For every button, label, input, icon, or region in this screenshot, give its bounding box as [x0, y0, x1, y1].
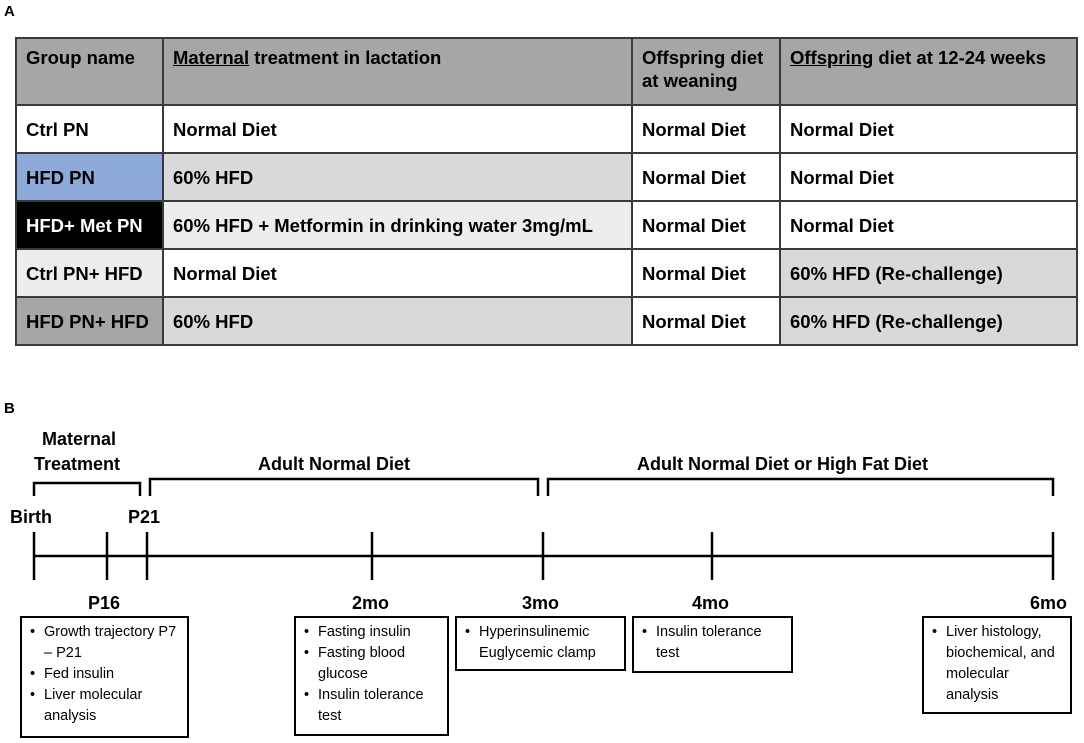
list-item: Fasting blood glucose [304, 643, 439, 685]
cell-group: HFD+ Met PN [15, 200, 164, 250]
list-item: Liver histology, biochemical, and molecu… [932, 622, 1062, 706]
cell-group: HFD PN [15, 152, 164, 202]
cell-maternal: Normal Diet [162, 104, 633, 154]
cell-adult: Normal Diet [779, 104, 1078, 154]
adult-normal-diet-brace [148, 477, 540, 496]
header-maternal-treatment: Maternal treatment in lactation [162, 37, 633, 106]
phase-adult-normal-or-hfd: Adult Normal Diet or High Fat Diet [637, 454, 929, 474]
tick-label-6mo: 6mo [1030, 593, 1068, 613]
panel-b-label: B [4, 400, 15, 417]
treatment-groups-table: Group name Maternal treatment in lactati… [15, 37, 1078, 346]
cell-weaning: Normal Diet [631, 200, 781, 250]
tick-label-birth: Birth [10, 507, 52, 527]
cell-maternal: 60% HFD + Metformin in drinking water 3m… [162, 200, 633, 250]
maternal-treatment-brace [32, 481, 142, 496]
list-item: Fed insulin [30, 664, 179, 685]
header-group-name: Group name [15, 37, 164, 106]
cell-adult: Normal Diet [779, 152, 1078, 202]
header-maternal-underlined: Maternal [173, 47, 250, 68]
tick-label-3mo: 3mo [522, 593, 560, 613]
p16-measurements-box: Growth trajectory P7 – P21 Fed insulin L… [20, 616, 189, 738]
table-row: HFD PN+ HFD 60% HFD Normal Diet 60% HFD … [15, 296, 1078, 346]
cell-maternal: 60% HFD [162, 296, 633, 346]
cell-adult: 60% HFD (Re-challenge) [779, 296, 1078, 346]
table-row: Ctrl PN Normal Diet Normal Diet Normal D… [15, 104, 1078, 154]
list-item: Insulin tolerance test [642, 622, 783, 664]
header-offspring-underlined: Offspring [790, 47, 874, 68]
header-offspring-rest: diet at 12-24 weeks [873, 47, 1047, 68]
phase-adult-normal: Adult Normal Diet [258, 454, 411, 474]
cell-weaning: Normal Diet [631, 152, 781, 202]
header-maternal-rest: treatment in lactation [249, 47, 442, 68]
phase-maternal-line1: Maternal [42, 429, 117, 449]
cell-weaning: Normal Diet [631, 248, 781, 298]
cell-group: Ctrl PN+ HFD [15, 248, 164, 298]
list-item: Hyperinsulinemic Euglycemic clamp [465, 622, 616, 664]
cell-maternal: Normal Diet [162, 248, 633, 298]
cell-adult: Normal Diet [779, 200, 1078, 250]
cell-group: Ctrl PN [15, 104, 164, 154]
tick-label-4mo: 4mo [692, 593, 730, 613]
tick-label-p21: P21 [128, 507, 161, 527]
6mo-measurements-box: Liver histology, biochemical, and molecu… [922, 616, 1072, 714]
list-item: Liver molecular analysis [30, 685, 179, 727]
cell-group: HFD PN+ HFD [15, 296, 164, 346]
cell-weaning: Normal Diet [631, 104, 781, 154]
table-header-row: Group name Maternal treatment in lactati… [15, 37, 1078, 106]
panel-a-label: A [4, 3, 15, 20]
tick-label-p16: P16 [88, 593, 121, 613]
header-weaning-diet: Offspring diet at weaning [631, 37, 781, 106]
4mo-measurements-box: Insulin tolerance test [632, 616, 793, 673]
list-item: Growth trajectory P7 – P21 [30, 622, 179, 664]
2mo-measurements-box: Fasting insulin Fasting blood glucose In… [294, 616, 449, 736]
tick-label-2mo: 2mo [352, 593, 390, 613]
header-offspring-diet: Offspring diet at 12-24 weeks [779, 37, 1078, 106]
table-row: HFD PN 60% HFD Normal Diet Normal Diet [15, 152, 1078, 202]
cell-maternal: 60% HFD [162, 152, 633, 202]
table-row: HFD+ Met PN 60% HFD + Metformin in drink… [15, 200, 1078, 250]
adult-hfd-brace [546, 477, 1055, 496]
table-row: Ctrl PN+ HFD Normal Diet Normal Diet 60%… [15, 248, 1078, 298]
list-item: Insulin tolerance test [304, 685, 439, 727]
cell-adult: 60% HFD (Re-challenge) [779, 248, 1078, 298]
cell-weaning: Normal Diet [631, 296, 781, 346]
3mo-measurements-box: Hyperinsulinemic Euglycemic clamp [455, 616, 626, 671]
phase-maternal-line2: Treatment [34, 454, 121, 474]
list-item: Fasting insulin [304, 622, 439, 643]
